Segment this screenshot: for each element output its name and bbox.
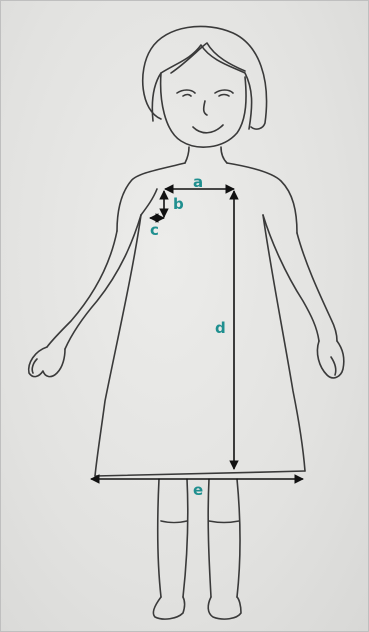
neck-right (221, 147, 227, 163)
right-foot (208, 597, 241, 619)
right-knee (209, 521, 239, 523)
neck-left (185, 147, 189, 163)
armhole-left (141, 189, 157, 215)
left-pupil (183, 95, 191, 97)
dress-left-side (95, 215, 141, 476)
right-hand (317, 341, 343, 378)
measure-label-a: a (193, 173, 203, 191)
left-leg-outer (158, 479, 161, 597)
right-arm-inner (263, 215, 319, 341)
left-leg-inner (183, 479, 188, 597)
mouth (193, 125, 223, 133)
right-arm-outer (297, 233, 337, 341)
right-leg-inner (208, 479, 211, 597)
measure-label-d: d (215, 319, 226, 337)
left-eye (177, 90, 195, 93)
left-fingers (32, 359, 37, 373)
right-eye (215, 90, 233, 93)
left-foot (153, 597, 184, 619)
hair-inner (152, 45, 251, 129)
dress-right-side (263, 215, 305, 471)
measure-label-e: e (193, 481, 203, 499)
right-leg-outer (237, 479, 240, 597)
right-shoulder (227, 163, 297, 233)
left-knee (161, 521, 187, 523)
nose (204, 101, 207, 115)
right-pupil (219, 95, 229, 97)
right-fingers (331, 357, 336, 375)
dress-hem (95, 471, 305, 476)
measure-label-b: b (173, 195, 184, 213)
measure-label-c: c (150, 221, 159, 239)
